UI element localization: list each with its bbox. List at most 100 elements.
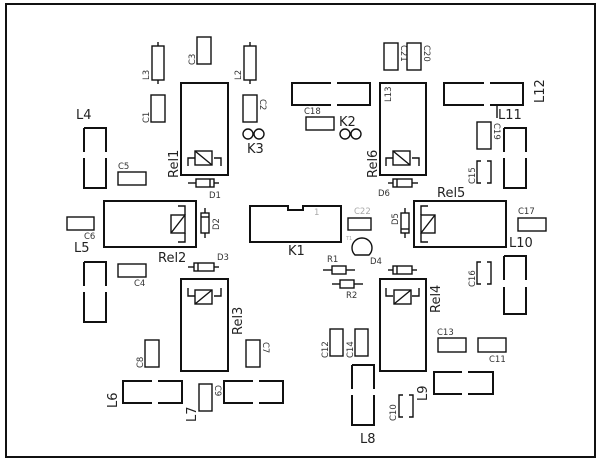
capacitor-c17: C17: [517, 207, 547, 232]
inductor-l12: L12: [443, 79, 548, 106]
inductor-l10: [503, 255, 527, 315]
inductor-l7: [223, 380, 284, 404]
diode-d1: D1: [188, 178, 221, 201]
connector-k3: K3: [242, 128, 265, 157]
inductor-l3: L3: [142, 42, 165, 84]
inductor-l11: [503, 127, 527, 189]
label-c9: C9: [212, 385, 222, 396]
label-c15: C15: [468, 167, 478, 184]
capacitor-c19: C19: [476, 121, 501, 150]
capacitor-c22: C22: [347, 207, 372, 231]
inductor-l8: L8: [351, 364, 376, 447]
diode-d5: D5: [391, 208, 410, 238]
label-d1: D1: [209, 191, 221, 201]
label-l5: L5: [74, 241, 90, 256]
label-r2: R2: [346, 291, 357, 301]
relay-rel12: Rel2: [103, 200, 197, 266]
label-t1: T1: [345, 236, 352, 242]
capacitor-c20: C20: [406, 42, 431, 71]
capacitor-c6: C6: [66, 216, 95, 242]
label-c19: C19: [491, 123, 501, 140]
inductor-l6: L6: [106, 380, 183, 408]
label-c6: C6: [84, 232, 95, 242]
capacitor-c12: C12: [321, 328, 344, 358]
label-pin1: 1: [314, 208, 319, 218]
label-rel14: Rel4: [429, 285, 444, 313]
label-l10: L10: [509, 236, 533, 251]
label-c12: C12: [321, 341, 331, 358]
label-d2: D2: [212, 218, 222, 230]
label-c14: C14: [346, 341, 356, 358]
capacitor-c9: C9: [198, 383, 222, 412]
capacitor-c3: C3: [188, 36, 212, 65]
label-r1: R1: [327, 255, 338, 265]
label-c4: C4: [134, 279, 145, 289]
label-c18: C18: [304, 107, 321, 117]
label-l13: L13: [384, 86, 394, 102]
label-c5: C5: [118, 162, 129, 172]
label-l3: L3: [142, 70, 152, 80]
label-l9: L9: [416, 385, 431, 401]
inductor-l4: L4: [76, 108, 107, 189]
capacitor-c4: C4: [117, 263, 147, 289]
label-l7: L7: [185, 406, 200, 422]
label-k2: K2: [339, 115, 356, 130]
label-c17: C17: [518, 207, 535, 217]
label-c1: C1: [142, 112, 152, 123]
inductor-l9: L9: [416, 371, 494, 401]
connector-k1: 1 K1: [249, 205, 342, 259]
capacitor-c2: C2: [242, 94, 267, 123]
label-c10: C10: [389, 404, 399, 421]
capacitor-c8: C8: [136, 339, 160, 368]
capacitor-c13: C13: [437, 328, 467, 353]
label-rel13: Rel3: [231, 307, 246, 335]
label-c8: C8: [136, 357, 146, 368]
label-l2: L2: [234, 70, 244, 80]
capacitor-c18: C18: [304, 107, 335, 131]
label-d3: D3: [217, 253, 229, 263]
relay-rel15: Rel5 L10: [413, 186, 533, 251]
inductor-l5: [83, 261, 107, 323]
label-l8: L8: [360, 432, 376, 447]
label-l12: L12: [533, 79, 548, 103]
relay-rel16: L13 Rel6: [366, 82, 427, 178]
label-k3: K3: [247, 142, 264, 157]
label-k1: K1: [288, 244, 305, 259]
relay-rel13: Rel3: [180, 278, 246, 372]
label-c21: C21: [398, 45, 408, 62]
label-c11: C11: [489, 355, 506, 365]
diode-d4: D4: [370, 257, 417, 275]
capacitor-c14: C14: [346, 328, 369, 358]
label-c2: C2: [257, 99, 267, 110]
label-rel11: Rel1: [167, 150, 182, 178]
label-c20: C20: [421, 45, 431, 62]
diode-d6: D6: [378, 178, 418, 199]
label-rel16: Rel6: [366, 150, 381, 178]
label-c22: C22: [354, 207, 371, 217]
capacitor-c16: C16: [468, 261, 492, 287]
label-rel12: Rel2: [158, 251, 186, 266]
capacitor-c21: C21: [383, 42, 408, 71]
capacitor-c7: C7: [245, 339, 270, 368]
inductor-l13: [291, 82, 371, 106]
label-c13: C13: [437, 328, 454, 338]
label-d4: D4: [370, 257, 382, 267]
label-c7: C7: [260, 342, 270, 353]
label-l11: L11: [498, 108, 522, 123]
label-rel15: Rel5: [437, 186, 465, 201]
diode-d3: D3: [188, 253, 229, 272]
resistor-r1: R1: [323, 255, 355, 275]
label-c16: C16: [468, 270, 478, 287]
relay-rel11: Rel1: [167, 82, 229, 178]
inductor-l2: L2: [234, 42, 257, 84]
capacitor-c15: C15: [468, 160, 492, 184]
label-c3: C3: [188, 54, 198, 65]
label-d5: D5: [391, 213, 401, 225]
transistor-t1: T1: [345, 236, 373, 256]
connector-k2: K2: [339, 115, 362, 140]
relay-rel14: Rel4: [379, 278, 444, 372]
resistor-r2: R2: [332, 279, 363, 301]
label-l6: L6: [106, 392, 121, 408]
capacitor-c10: C10: [389, 394, 414, 421]
